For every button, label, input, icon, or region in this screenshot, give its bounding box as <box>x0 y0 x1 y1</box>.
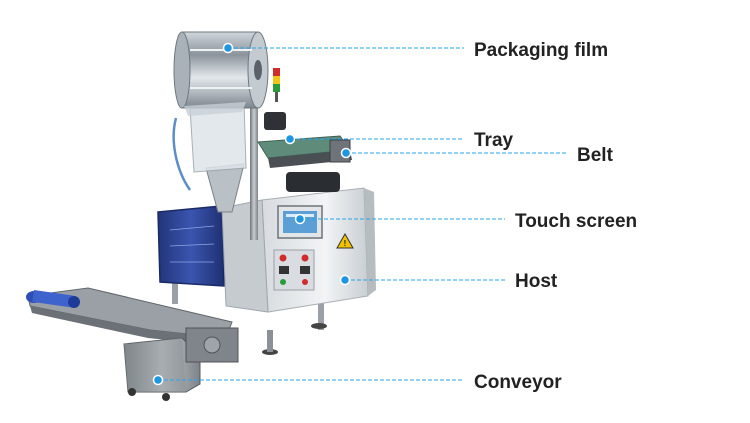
host-cabinet: ! <box>221 187 376 313</box>
label-conveyor: Conveyor <box>474 372 562 393</box>
forming-column <box>172 100 258 240</box>
label-packaging-film: Packaging film <box>474 40 609 61</box>
svg-text:!: ! <box>344 239 347 248</box>
label-tray: Tray <box>474 130 514 151</box>
callout-dot-touch-screen <box>294 213 306 225</box>
callout-dot-tray <box>284 133 296 145</box>
callout-dots <box>152 42 352 386</box>
label-touch-screen: Touch screen <box>515 211 638 232</box>
hopper-panel <box>157 205 225 287</box>
machine-frame <box>172 268 327 355</box>
signal-light <box>273 68 280 102</box>
label-belt: Belt <box>577 145 613 166</box>
callout-lines <box>158 47 567 381</box>
conveyor <box>26 287 239 401</box>
callout-dot-packaging-film <box>222 42 234 54</box>
tray-and-belt <box>257 112 352 192</box>
callout-dot-belt <box>340 147 352 159</box>
callout-dot-conveyor <box>152 374 164 386</box>
callout-dot-host <box>339 274 351 286</box>
label-host: Host <box>515 271 558 292</box>
packaging-film-roll <box>173 31 269 116</box>
